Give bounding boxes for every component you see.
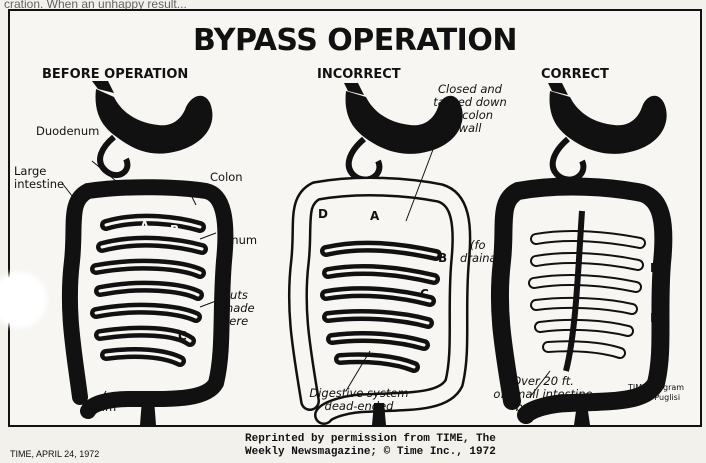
incorrect-small-intestine <box>326 247 436 367</box>
label-duodenum: Duodenum <box>36 125 99 138</box>
reprint-line1: Reprinted by permission from TIME, The <box>245 433 496 446</box>
before-stomach <box>96 89 213 154</box>
label-over-20ft-line3: bypassed <box>478 401 608 414</box>
reprint-line2: Weekly Newsmagazine; © Time Inc., 1972 <box>245 446 496 459</box>
incorrect-letter-d: D <box>318 207 328 221</box>
label-large-intestine-line2: intestine <box>14 178 64 191</box>
incorrect-letter-c: C <box>420 287 429 301</box>
label-dead-end-line2: dead-ended <box>294 400 424 413</box>
label-colon: Colon <box>210 171 243 184</box>
correct-letter-b: B <box>650 261 659 275</box>
label-closed-line4: wall <box>410 122 530 135</box>
incorrect-letter-b: B <box>438 251 447 265</box>
reprint-notice: Reprinted by permission from TIME, The W… <box>245 433 496 459</box>
correct-stomach <box>550 91 667 154</box>
correct-letter-d: D <box>650 311 660 325</box>
credit-line1: TIME Diagram <box>628 383 684 393</box>
correct-small-intestine <box>534 236 640 353</box>
label-jejunum: unum <box>224 234 257 247</box>
label-ileum: Ileum <box>84 401 116 414</box>
before-letter-c: C <box>178 329 187 343</box>
anatomy-illustration <box>10 11 704 429</box>
before-letter-b: B <box>170 223 179 237</box>
publication-date: TIME, APRIL 24, 1972 <box>10 449 99 459</box>
label-cuts-line3: here <box>222 315 248 328</box>
incorrect-letter-a: A <box>370 209 379 223</box>
before-letter-a: A <box>140 219 149 233</box>
label-drainage-fragment: draina <box>460 252 497 265</box>
credit-line2: by V Puglisi <box>634 393 680 403</box>
diagram-frame: BYPASS OPERATION BEFORE OPERATION INCORR… <box>8 9 702 427</box>
